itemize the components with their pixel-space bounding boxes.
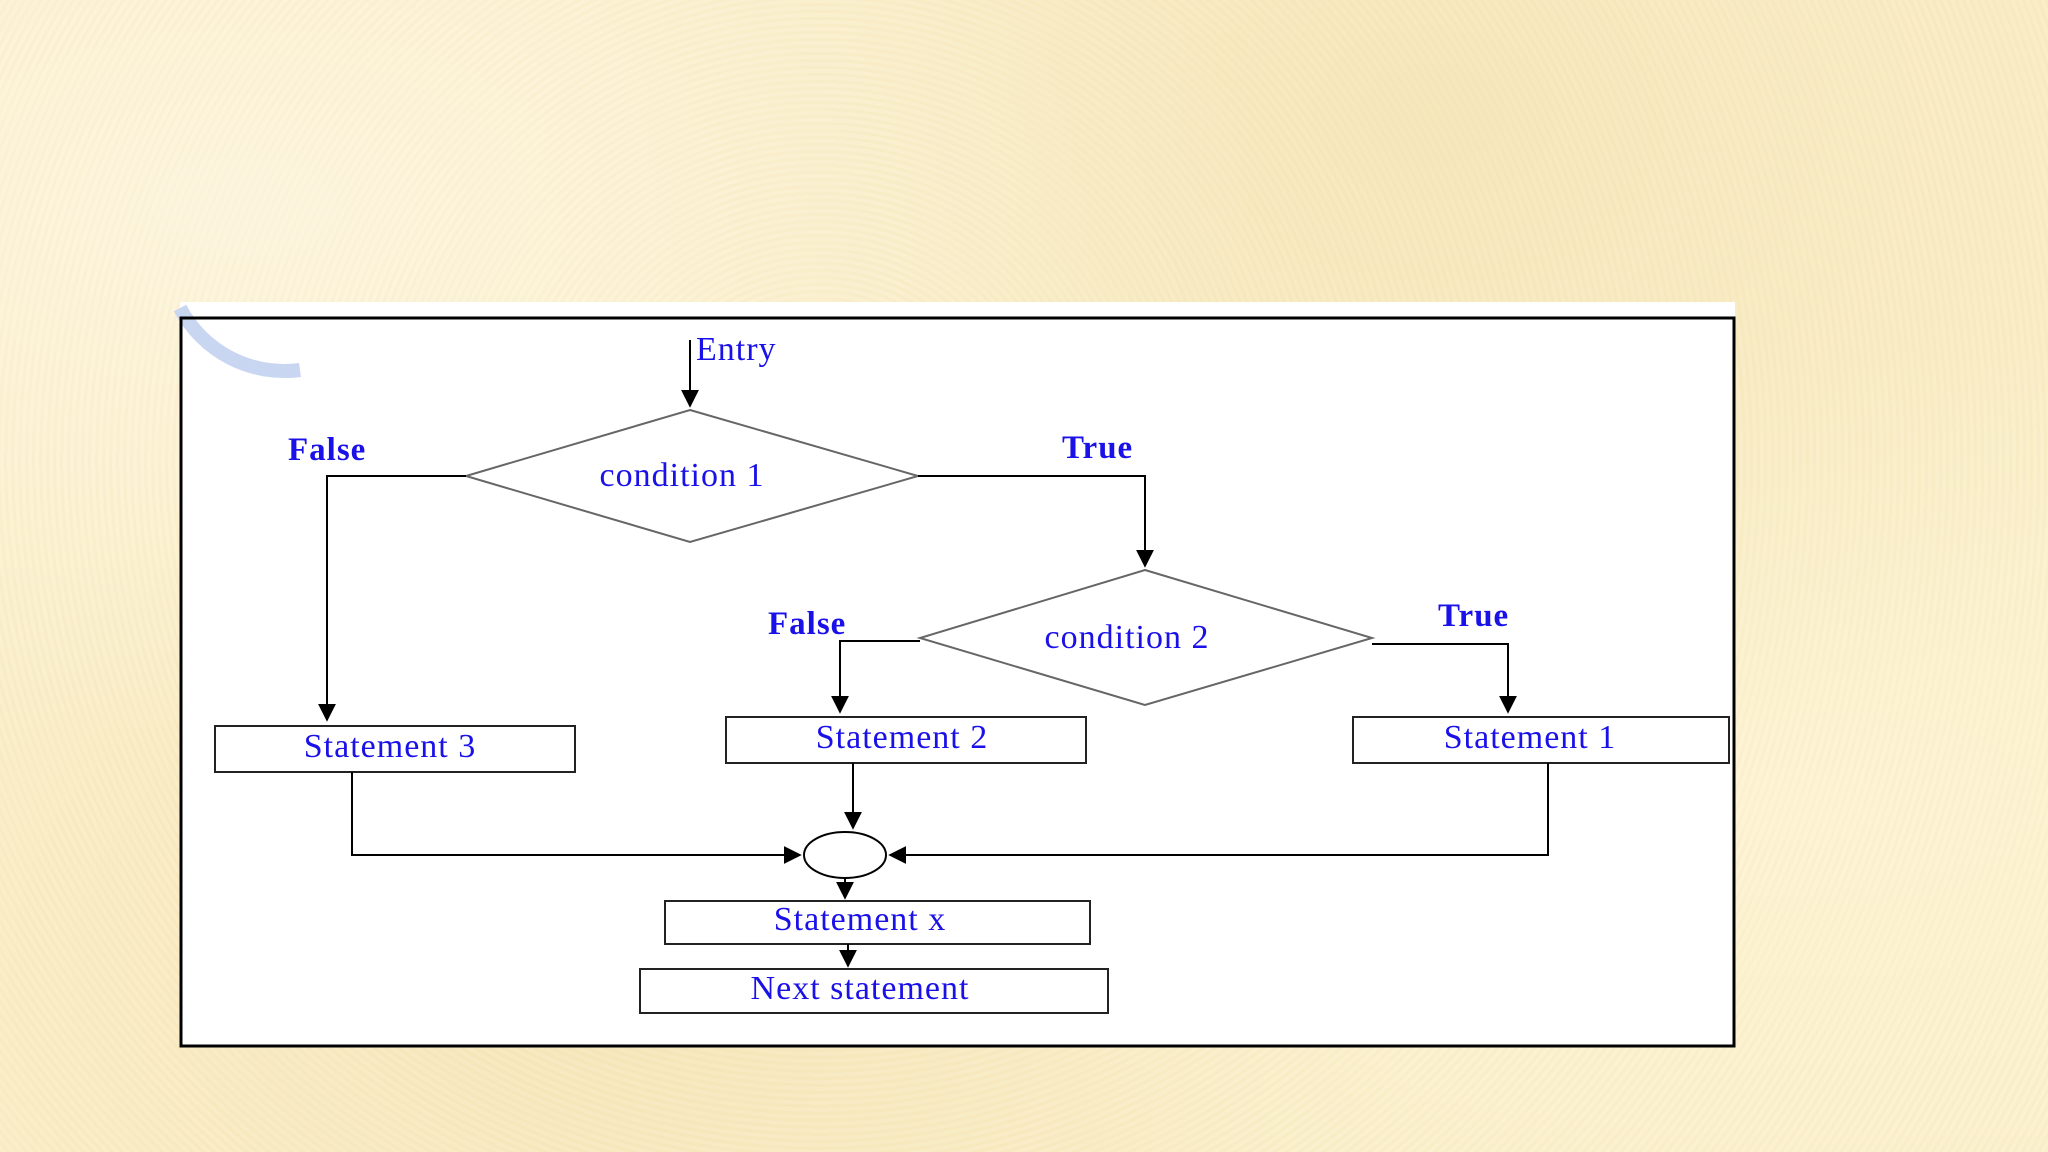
statement-x-label: Statement x [774,901,946,938]
statement-2-label: Statement 2 [816,719,988,756]
statement-3-box [214,725,576,773]
cond2-true-arrow [1372,643,1517,714]
cond1-true-label: True [1062,430,1133,466]
statement-3-label: Statement 3 [304,728,476,765]
condition-1-label: condition 1 [600,457,765,494]
cond2-false-label: False [768,606,846,642]
cond1-false-arrow [318,475,466,722]
statement-3-to-join-arrow [351,772,802,864]
statement-2-box [725,716,1087,764]
condition-1-diamond [462,408,922,544]
condition-2-label: condition 2 [1045,619,1210,656]
entry-label: Entry [696,331,777,368]
condition-2-diamond [916,568,1376,707]
next-statement-box [639,968,1109,1014]
statement-1-box [1352,716,1730,764]
cond2-false-arrow [831,640,920,714]
statement-1-label: Statement 1 [1444,719,1616,756]
join-connector [803,831,887,879]
cond2-true-label: True [1438,598,1509,634]
statement-1-to-join-arrow [888,763,1549,864]
diagram-frame [179,316,1736,1048]
decorative-ring [173,304,301,379]
next-statement-label: Next statement [751,970,970,1007]
statement-x-box [664,900,1091,945]
cond1-true-arrow [918,475,1154,568]
cond1-false-label: False [288,432,366,468]
